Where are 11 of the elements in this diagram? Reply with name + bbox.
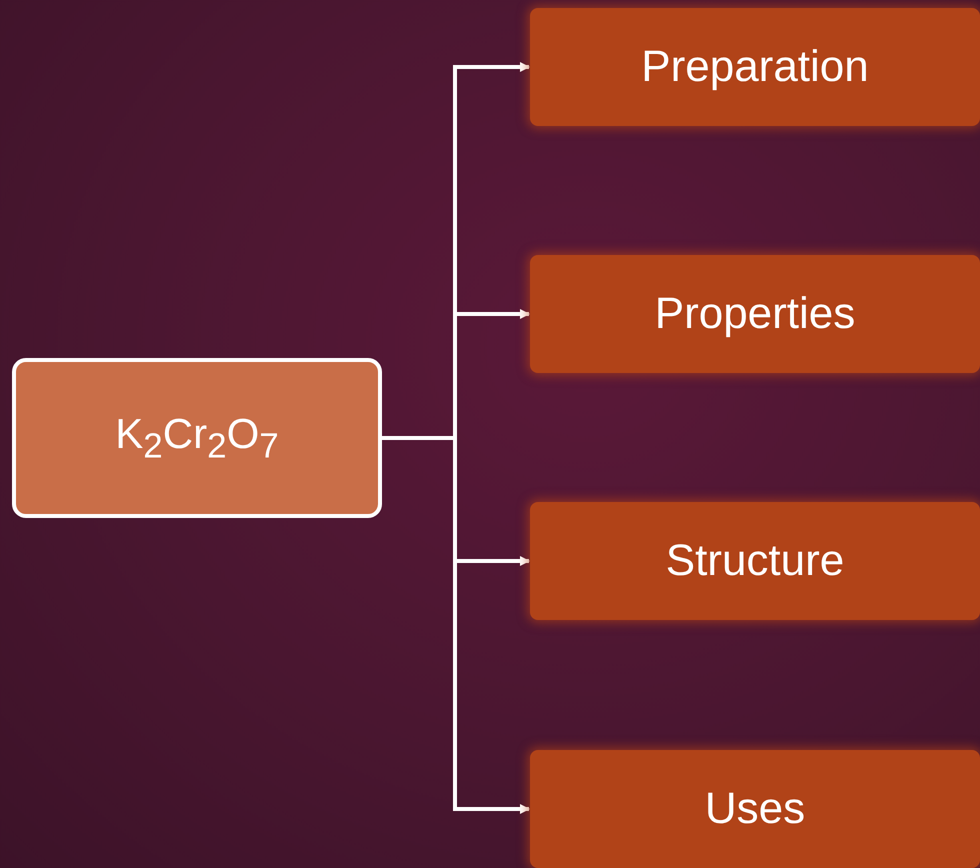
subtopic-box bbox=[530, 8, 980, 126]
topic-label: K$_{2}$Cr$_{2}$O$_{7}$ bbox=[115, 410, 279, 466]
subtopic-box bbox=[530, 750, 980, 868]
topic-label: Structure bbox=[666, 536, 844, 586]
topic-label: Preparation bbox=[641, 42, 869, 92]
subtopic-box bbox=[530, 502, 980, 620]
arrow bbox=[382, 436, 530, 814]
topic-box bbox=[12, 358, 382, 518]
subtopic-box bbox=[530, 255, 980, 373]
topic-label: Properties bbox=[654, 289, 856, 339]
topic-label: Uses bbox=[704, 784, 806, 834]
